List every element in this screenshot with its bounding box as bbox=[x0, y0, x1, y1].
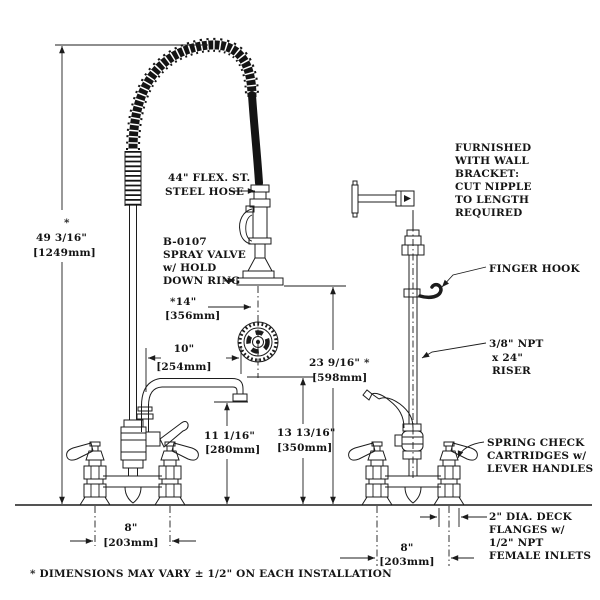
bracket-label-6: REQUIRED bbox=[455, 207, 522, 219]
dim-8l-mm: [203mm] bbox=[103, 537, 158, 549]
annotation-hose: 44" FLEX. ST. STEEL HOSE bbox=[165, 172, 255, 198]
addon-side-outlet bbox=[145, 431, 161, 447]
spray-label-3: w/ HOLD bbox=[162, 262, 217, 274]
cartridge-label-3: LEVER HANDLES bbox=[487, 463, 593, 475]
spray-bell bbox=[247, 257, 273, 272]
dim-23-in: 23 9/16" * bbox=[309, 357, 370, 369]
annotation-flanges: 2" DIA. DECK FLANGES w/ 1/2" NPT FEMALE … bbox=[489, 511, 591, 562]
riser-label-1: 3/8" NPT bbox=[489, 338, 543, 350]
hose-label-1: 44" FLEX. ST. bbox=[168, 172, 250, 184]
annotation-finger-hook: FINGER HOOK bbox=[441, 263, 581, 288]
bracket-label-4: CUT NIPPLE bbox=[455, 181, 532, 193]
flange-label-2: FLANGES w/ bbox=[489, 524, 565, 536]
addon-body-side bbox=[401, 430, 424, 452]
flange-label-1: 2" DIA. DECK bbox=[489, 511, 573, 523]
spray-face bbox=[237, 321, 279, 363]
dim-spout-reach: 10" [254mm] bbox=[145, 343, 242, 392]
wall-flange bbox=[351, 184, 359, 214]
dim-23-mm: [598mm] bbox=[312, 372, 367, 384]
dim-14-mm: [356mm] bbox=[165, 310, 220, 322]
dim-overall-height: * 49 3/16" [1249mm] bbox=[33, 44, 208, 504]
dim-11-mm: [280mm] bbox=[205, 444, 260, 456]
spray-valve bbox=[236, 184, 284, 378]
bracket-label-3: BRACKET: bbox=[455, 168, 519, 180]
dim-overall-mm: [1249mm] bbox=[33, 247, 96, 259]
annotation-wall-bracket: FURNISHED WITH WALL BRACKET: CUT NIPPLE … bbox=[454, 142, 532, 219]
hold-down-ring bbox=[236, 277, 284, 286]
wall-bracket-assembly bbox=[351, 180, 415, 218]
dim-14-in: *14" bbox=[170, 296, 196, 308]
dim-8l-in: 8" bbox=[124, 522, 137, 534]
dim-13-in: 13 13/16" bbox=[277, 427, 336, 439]
spout-side-view bbox=[362, 389, 414, 429]
dim-flange-width bbox=[420, 508, 487, 527]
dim-left-centers: 8" [203mm] bbox=[70, 506, 196, 549]
dim-spray-offset: *14" [356mm] bbox=[165, 296, 251, 322]
spray-label-1: B-0107 bbox=[163, 236, 207, 248]
dim-spout-height: 13 13/16" [350mm] bbox=[247, 376, 336, 504]
flex-steel-hose bbox=[126, 37, 263, 187]
right-unit bbox=[348, 210, 478, 506]
dim-note: * bbox=[64, 217, 70, 229]
dim-outlet-height: 11 1/16" [280mm] bbox=[204, 401, 260, 504]
annotation-spray-valve: B-0107 SPRAY VALVE w/ HOLD DOWN RING bbox=[162, 236, 246, 287]
annotation-cartridges: SPRING CHECK CARTRIDGES w/ LEVER HANDLES bbox=[457, 437, 593, 475]
dim-10-in: 10" bbox=[174, 343, 195, 355]
finger-hook bbox=[418, 282, 443, 300]
flange-label-4: FEMALE INLETS bbox=[489, 550, 591, 562]
center-spout-bell bbox=[124, 486, 142, 504]
spray-label-4: DOWN RING bbox=[163, 275, 240, 287]
spray-label-2: SPRAY VALVE bbox=[163, 249, 246, 261]
cartridge-label-2: CARTRIDGES w/ bbox=[487, 450, 586, 462]
bracket-label-5: TO LENGTH bbox=[455, 194, 529, 206]
finger-hook-label: FINGER HOOK bbox=[489, 263, 581, 275]
bracket-label-1: FURNISHED bbox=[455, 142, 531, 154]
dim-13-mm: [350mm] bbox=[277, 442, 332, 454]
flange-label-3: 1/2" NPT bbox=[489, 537, 543, 549]
footnote: * DIMENSIONS MAY VARY ± 1/2" ON EACH INS… bbox=[30, 568, 392, 580]
hose-smooth-section bbox=[248, 91, 263, 187]
cartridge-label-1: SPRING CHECK bbox=[487, 437, 585, 449]
center-spout-bell bbox=[404, 486, 422, 504]
bracket-label-2: WITH WALL bbox=[454, 155, 529, 167]
left-unit bbox=[66, 151, 248, 506]
addon-lever-handle bbox=[159, 421, 189, 448]
annotation-riser: 3/8" NPT x 24" RISER bbox=[421, 338, 543, 377]
dim-8r-mm: [203mm] bbox=[379, 556, 434, 568]
riser-label-2: x 24" bbox=[492, 352, 523, 364]
swing-spout bbox=[136, 378, 248, 432]
hose-spring-guard bbox=[124, 151, 142, 206]
spout-outlet bbox=[232, 393, 248, 402]
dim-8r-in: 8" bbox=[400, 542, 413, 554]
dim-spray-clearance: 23 9/16" * [598mm] bbox=[284, 285, 370, 504]
dim-overall-in: 49 3/16" bbox=[36, 232, 87, 244]
hose-label-2: STEEL HOSE bbox=[165, 186, 244, 198]
dim-11-in: 11 1/16" bbox=[204, 430, 255, 442]
dim-right-centers: 8" [203mm] bbox=[340, 506, 474, 568]
addon-faucet-body bbox=[120, 426, 147, 461]
riser-label-3: RISER bbox=[492, 365, 531, 377]
dim-10-mm: [254mm] bbox=[156, 361, 211, 373]
nipple-coupling bbox=[395, 190, 415, 207]
squeeze-handle bbox=[239, 208, 253, 245]
